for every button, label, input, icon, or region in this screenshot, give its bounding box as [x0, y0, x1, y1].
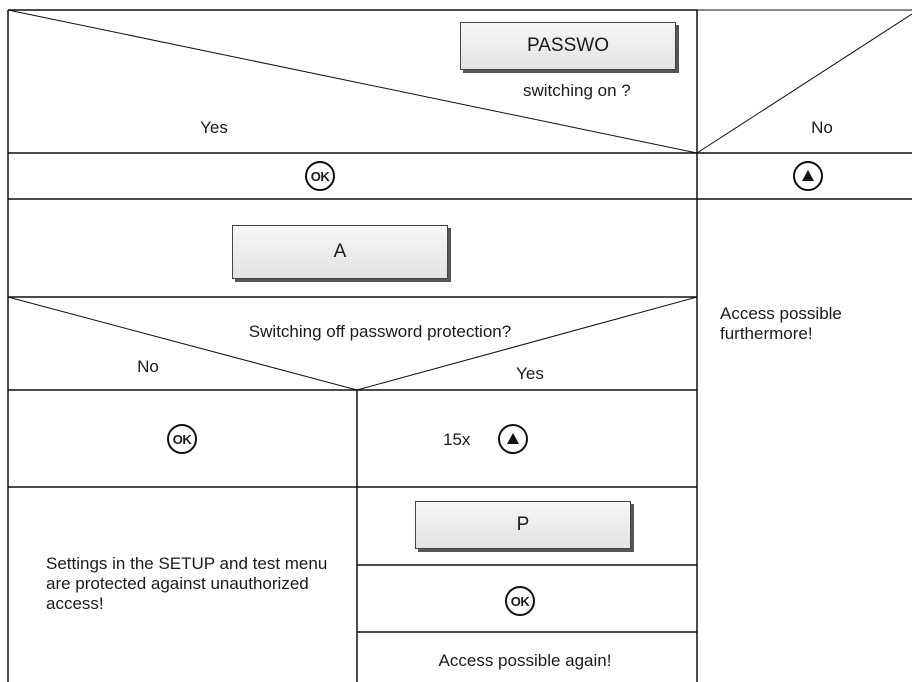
ok-button: OK: [305, 161, 335, 191]
passwo-display-text: PASSWO: [527, 35, 609, 56]
repeat-count: 15x: [443, 430, 471, 449]
off-yes-label: Yes: [516, 364, 544, 383]
off-question: Switching off password protection?: [248, 322, 512, 341]
up-arrow-icon: [507, 432, 519, 444]
up-arrow-button: [793, 161, 823, 191]
up-arrow-button: [498, 424, 528, 454]
up-arrow-icon: [802, 169, 814, 181]
access-possible-again: Access possible again!: [438, 651, 612, 670]
top-question: switching on ?: [523, 81, 631, 100]
off-no-label: No: [137, 357, 159, 376]
access-possible-furthermore: Access possible furthermore!: [720, 304, 842, 343]
top-yes-label: Yes: [200, 118, 228, 137]
protected-text: Settings in the SETUP and test menu are …: [46, 554, 328, 613]
ok-button-label: OK: [510, 593, 530, 609]
a-display-text: A: [333, 241, 347, 262]
ok-button-label: OK: [172, 431, 192, 447]
ok-button: OK: [167, 424, 197, 454]
p-display: P: [415, 501, 631, 549]
ok-button-label: OK: [310, 168, 330, 184]
passwo-display: PASSWO: [460, 22, 676, 70]
ok-button: OK: [505, 586, 535, 616]
top-no-label: No: [811, 118, 833, 137]
p-display-text: P: [516, 514, 530, 535]
a-display: A: [232, 225, 448, 279]
